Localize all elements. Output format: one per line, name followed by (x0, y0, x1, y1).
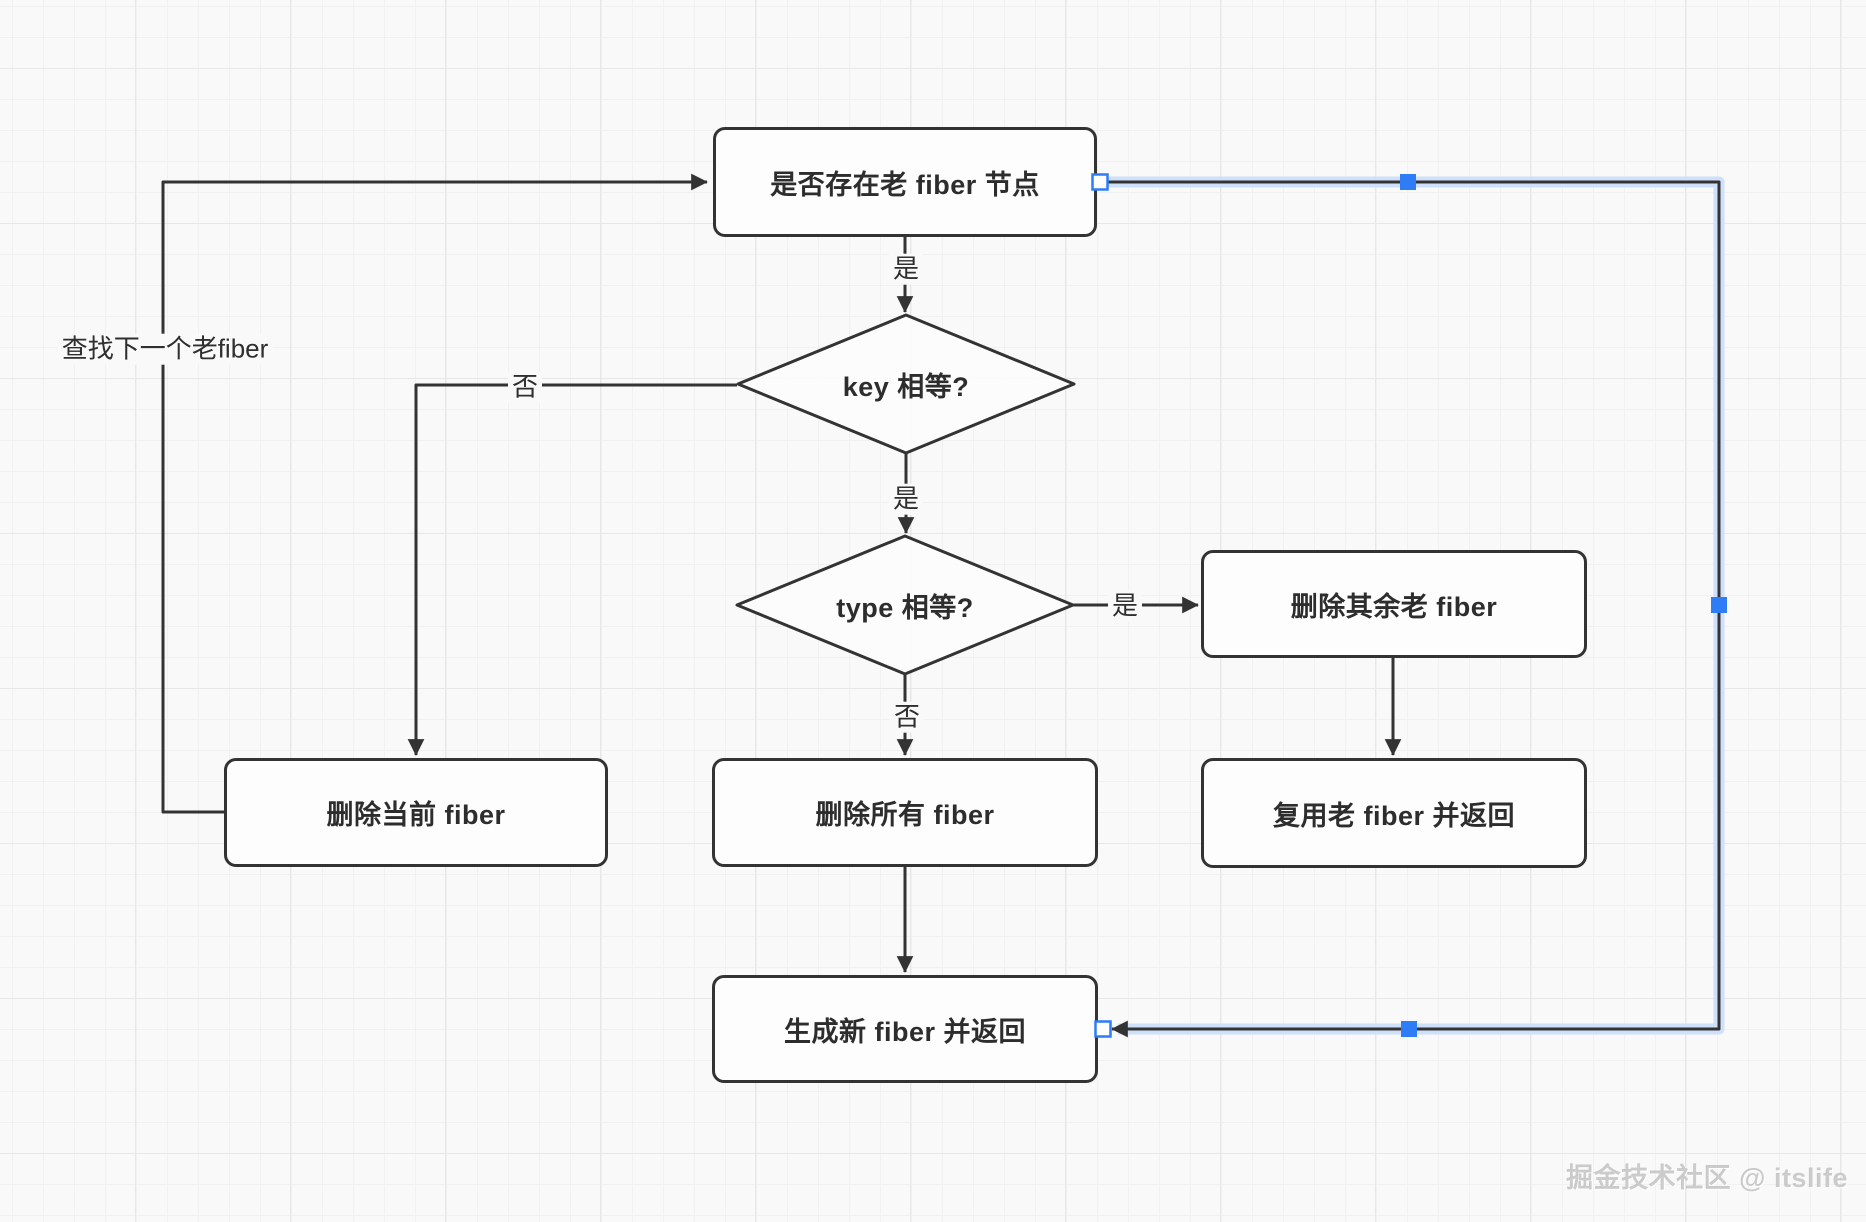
node-label: 删除当前 fiber (326, 800, 506, 830)
node-label: 复用老 fiber 并返回 (1272, 800, 1515, 831)
selected-edge-halo (1100, 176, 1725, 1035)
edge-key-no-to-delete-current[interactable] (407, 383, 737, 756)
node-exist-old-fiber[interactable]: 是否存在老 fiber 节点 (713, 127, 1097, 237)
node-type-equal-diamond[interactable] (735, 534, 1075, 676)
node-reuse-old-fiber[interactable]: 复用老 fiber 并返回 (1201, 758, 1587, 868)
node-label: 生成新 fiber 并返回 (783, 1016, 1026, 1047)
edge-label-exist-yes[interactable]: 是 (888, 253, 924, 285)
edge-loop-find-next-old-fiber[interactable] (161, 173, 708, 814)
edge-endpoint-handle-source[interactable] (1091, 173, 1109, 191)
edge-label-key-yes[interactable]: 是 (888, 483, 924, 515)
node-delete-rest-old-fiber[interactable]: 删除其余老 fiber (1201, 550, 1587, 658)
edge-waypoint-handle-top[interactable] (1400, 174, 1416, 190)
edge-waypoint-handle-bottom[interactable] (1401, 1021, 1417, 1037)
edge-label-type-yes[interactable]: 是 (1107, 590, 1143, 622)
edge-waypoint-handle-right[interactable] (1711, 597, 1727, 613)
node-delete-all-fiber[interactable]: 删除所有 fiber (712, 758, 1098, 867)
edge-endpoint-handle-target[interactable] (1094, 1020, 1112, 1038)
node-label: 删除其余老 fiber (1290, 591, 1498, 622)
node-key-equal-diamond[interactable] (736, 313, 1076, 455)
node-label: 是否存在老 fiber 节点 (770, 169, 1040, 200)
watermark-text: 掘金技术社区 @ itslife (1566, 1163, 1848, 1193)
selected-edge-exist-to-create-new[interactable] (1100, 180, 1721, 1038)
node-label: 删除所有 fiber (815, 800, 995, 830)
edge-label-type-no[interactable]: 否 (889, 701, 925, 733)
node-delete-current-fiber[interactable]: 删除当前 fiber (224, 758, 608, 867)
edge-label-key-no[interactable]: 否 (507, 371, 543, 403)
node-create-new-fiber[interactable]: 生成新 fiber 并返回 (712, 975, 1098, 1083)
edge-label-find-next-old-fiber[interactable]: 查找下一个老fiber (57, 333, 273, 365)
